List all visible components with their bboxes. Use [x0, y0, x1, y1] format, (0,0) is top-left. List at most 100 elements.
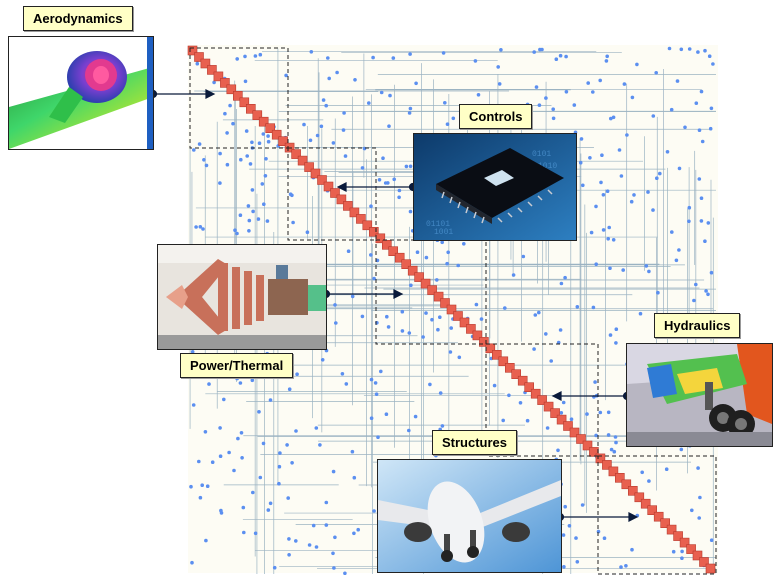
dependency-dot [236, 436, 240, 441]
dependency-dot [250, 188, 255, 192]
diagonal-block [368, 227, 379, 237]
structures-domain-box [597, 455, 717, 575]
dependency-dot [667, 46, 672, 51]
diagonal-block [246, 104, 256, 114]
dependency-dot [703, 48, 707, 53]
dependency-dot [324, 523, 329, 527]
dependency-dot [246, 204, 251, 208]
dependency-dot [499, 48, 503, 52]
dependency-dot [350, 294, 355, 299]
diagonal-block [330, 188, 340, 198]
dependency-dot [687, 219, 691, 224]
dependency-dot [656, 290, 660, 295]
dependency-dot [388, 93, 392, 98]
dependency-dot [525, 418, 530, 423]
diagonal-block [530, 388, 541, 399]
diagonal-block [265, 123, 276, 133]
dependency-dot [599, 180, 603, 185]
diagonal-block [524, 382, 535, 393]
dependency-dot [658, 171, 662, 176]
dependency-dot [669, 107, 674, 112]
dependency-dot [352, 475, 357, 480]
dependency-dot [569, 417, 574, 422]
diagonal-block [440, 298, 450, 308]
dependency-dot [373, 381, 378, 385]
dependency-dot [605, 54, 609, 59]
dependency-dot [651, 208, 655, 212]
dependency-dot [665, 150, 670, 154]
diagonal-block [608, 466, 619, 477]
dependency-dot [635, 62, 639, 67]
diagonal-block [679, 537, 690, 548]
dependency-dot [343, 571, 347, 575]
dependency-dot [614, 327, 619, 332]
dependency-dot [407, 331, 412, 335]
dependency-dot [210, 460, 215, 465]
dependency-dot [367, 101, 371, 105]
structures-label: Structures [432, 430, 518, 455]
dependency-dot [567, 524, 572, 528]
diagonal-block [356, 214, 366, 224]
diagonal-block [394, 252, 405, 263]
dependency-dot [622, 82, 627, 86]
dependency-dot [332, 566, 336, 570]
diagonal-block [433, 291, 444, 302]
hydraulics-label: Hydraulics [654, 313, 741, 338]
dependency-dot [232, 468, 236, 473]
dependency-dot [605, 189, 610, 193]
dependency-dot [632, 193, 636, 197]
dependency-dot [290, 461, 294, 465]
dependency-dot [708, 126, 713, 131]
dependency-dot [703, 239, 707, 243]
dependency-dot [704, 289, 708, 293]
engine-nacelle-image [8, 36, 154, 150]
dependency-dot [344, 382, 349, 386]
dependency-dot [697, 516, 701, 520]
diagonal-block [491, 349, 502, 360]
dependency-dot [438, 315, 442, 320]
dependency-dot [386, 325, 391, 329]
controls-connector [336, 182, 418, 192]
dependency-dot [315, 133, 320, 138]
dependency-dot [331, 551, 335, 556]
dependency-dot [607, 225, 611, 230]
dependency-dot [291, 220, 295, 225]
dependency-dot [295, 372, 299, 377]
dependency-dot [562, 565, 566, 569]
diagonal-block [686, 544, 696, 554]
dependency-dot [263, 174, 268, 178]
dependency-dot [198, 225, 203, 229]
dependency-dot [407, 111, 412, 115]
dependency-dot [197, 459, 201, 464]
dependency-dot [586, 81, 590, 85]
dependency-dot [624, 564, 628, 568]
diagonal-block [239, 97, 250, 108]
dependency-dot [680, 556, 684, 560]
dependency-dot [218, 151, 222, 156]
diagonal-block [640, 498, 651, 509]
dependency-dot [694, 101, 699, 105]
power-thermal-domain-box [375, 239, 487, 345]
dependency-dot [219, 508, 223, 513]
dependency-dot [698, 495, 702, 500]
dependency-dot [369, 377, 374, 382]
dependency-dot [302, 122, 306, 127]
dependency-dot [456, 263, 461, 268]
dependency-dot [476, 93, 481, 97]
diagonal-block [621, 479, 632, 490]
dependency-dot [287, 537, 291, 541]
dependency-dot [700, 139, 705, 144]
dependency-dot [201, 227, 205, 231]
dependency-dot [598, 410, 603, 415]
dependency-dot [272, 565, 277, 570]
dependency-dot [443, 101, 447, 105]
dependency-dot [609, 116, 613, 121]
dependency-dot [261, 441, 266, 446]
dependency-dot [408, 52, 412, 56]
dependency-dot [533, 313, 538, 317]
dependency-dot [608, 266, 612, 271]
dependency-dot [343, 154, 348, 158]
dependency-dot [538, 47, 542, 52]
aerodynamics-label: Aerodynamics [23, 6, 133, 31]
dependency-dot [250, 140, 254, 145]
